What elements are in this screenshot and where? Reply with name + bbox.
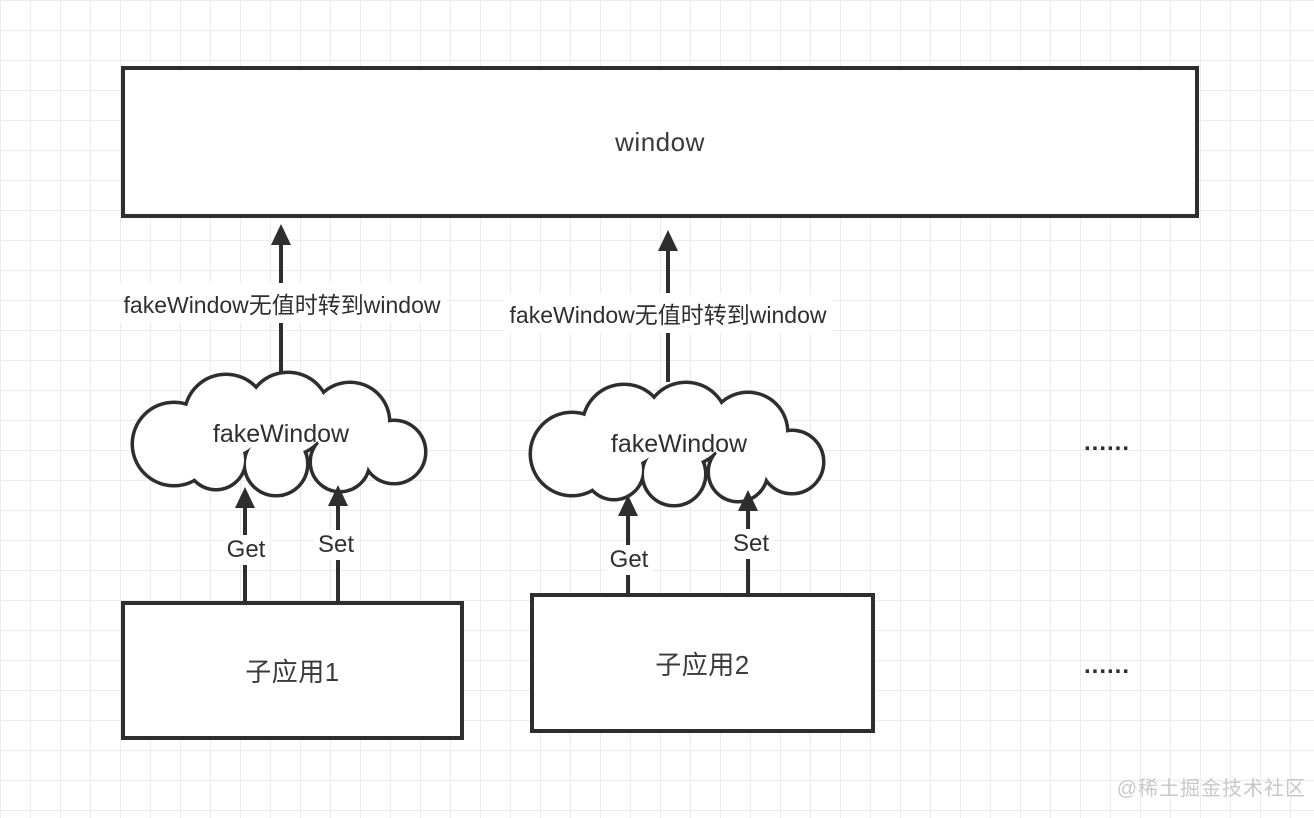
- arrow-up-head-app1-set: [328, 485, 348, 506]
- arrow-up-head-app2-set: [738, 490, 758, 511]
- cloud-label-1: fakeWindow: [212, 419, 350, 448]
- child-app-2-label: 子应用2: [655, 649, 750, 680]
- child-app-1-box: 子应用1: [121, 601, 464, 740]
- arrow-up-head-cloud2-to-window: [658, 230, 678, 251]
- child-app-2-box: 子应用2: [530, 593, 875, 733]
- app1-get-label: Get: [222, 535, 270, 565]
- window-box: window: [121, 66, 1199, 218]
- arrow-up-head-app1-get: [235, 487, 255, 508]
- ellipsis-more-clouds: ......: [1083, 429, 1131, 456]
- fakewindow-cloud-2: fakeWindow: [524, 378, 834, 508]
- app2-set-label: Set: [728, 529, 774, 559]
- fakewindow-cloud-1: fakeWindow: [126, 368, 436, 498]
- app1-set-label: Set: [313, 530, 359, 560]
- window-box-label: window: [615, 126, 705, 157]
- arrow-up-head-app2-get: [618, 495, 638, 516]
- cloud-shape: [130, 370, 428, 498]
- child-app-1-label: 子应用1: [245, 657, 340, 687]
- watermark-text: @稀土掘金技术社区: [1116, 778, 1306, 800]
- ellipsis-more-apps: ......: [1083, 652, 1131, 679]
- fallback-annotation-2: fakeWindow无值时转到window: [504, 293, 832, 333]
- arrow-up-head-cloud1-to-window: [271, 224, 291, 245]
- app2-get-label: Get: [605, 545, 653, 575]
- cloud-label-2: fakeWindow: [610, 429, 748, 458]
- cloud-shape: [528, 380, 826, 508]
- fallback-annotation-1: fakeWindow无值时转到window: [118, 283, 446, 323]
